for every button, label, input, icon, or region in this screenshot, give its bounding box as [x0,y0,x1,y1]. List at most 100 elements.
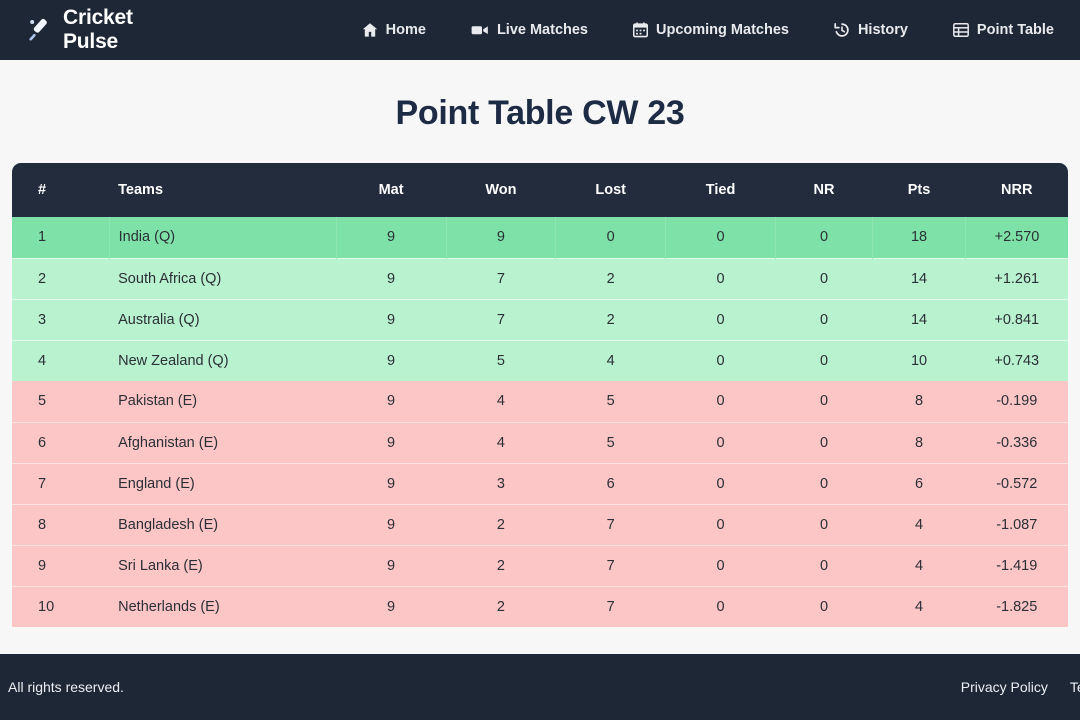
cell-lost: 2 [555,298,666,340]
nav-item-label: Home [385,22,426,38]
table-icon [952,22,969,38]
cell-won: 2 [446,585,556,627]
cell-tied: 0 [665,298,776,340]
video-camera-icon [471,22,489,38]
table-header-row: # Teams Mat Won Lost Tied NR Pts NRR [12,163,1068,217]
cell-won: 9 [446,217,557,258]
cell-pts: 14 [872,298,966,340]
nav-item-upcoming-matches[interactable]: Upcoming Matches [633,22,789,38]
cell-pts: 4 [872,503,966,545]
page-title: Point Table CW 23 [395,94,685,132]
cell-tied: 0 [665,544,776,586]
cell-mat: 9 [387,393,396,410]
cell-lost: 7 [555,503,666,545]
cell-rank: 10 [12,585,110,627]
cell-won: 5 [446,339,556,381]
cell-mat: 9 [336,257,446,299]
cell-mat: 9 [336,585,446,627]
cell-tied: 0 [665,217,776,258]
cell-lost: 7 [555,544,666,586]
cell-tied: 0 [665,257,776,299]
page-footer: All rights reserved. Privacy Policy Term… [0,654,1080,720]
cell-won: 4 [446,421,556,463]
cell-nr: 0 [775,585,873,627]
cell-rank: 2 [12,257,110,299]
footer-link-terms[interactable]: Terms [1069,679,1080,695]
nav-item-label: Upcoming Matches [656,22,789,38]
cell-pts: 4 [872,585,966,627]
cell-nrr: -0.572 [965,462,1068,504]
cell-lost: 0 [555,217,667,258]
column-header-teams[interactable]: Teams [118,182,164,198]
cell-team-name: Sri Lanka (E) [109,544,337,586]
column-header-pts[interactable]: Pts [907,182,931,198]
column-header-mat[interactable]: Mat [378,182,404,198]
cell-team-name: England (E) [109,462,337,504]
column-header-tied[interactable]: Tied [705,182,736,198]
cell-nr: 0 [775,257,873,299]
home-icon [362,22,378,38]
cell-nr: 0 [775,298,873,340]
cell-nr: 0 [775,544,873,586]
footer-links: Privacy Policy Terms [961,679,1080,695]
nav-item-label: History [857,22,908,38]
nav-item-live-matches[interactable]: Live Matches [471,22,588,38]
cell-team-name: New Zealand (Q) [109,339,337,381]
cell-won: 7 [446,298,556,340]
cell-rank: 6 [12,421,110,463]
column-header-nrr[interactable]: NRR [1001,182,1033,198]
clock-rotate-left-icon [834,22,850,38]
column-header-rank[interactable]: # [38,182,47,198]
column-header-won[interactable]: Won [485,182,517,198]
cell-mat: 9 [336,503,446,545]
nav-item-home[interactable]: Home [362,22,426,38]
cell-won: 2 [446,544,556,586]
cell-nrr: -0.199 [996,393,1038,410]
cell-lost: 5 [555,421,666,463]
cell-nr: 0 [819,393,829,410]
cell-nr: 0 [775,462,873,504]
cell-nr: 0 [775,421,873,463]
footer-copyright: All rights reserved. [8,679,124,695]
cell-mat: 9 [336,544,446,586]
cell-mat: 9 [336,462,446,504]
cell-nrr: +0.841 [965,298,1068,340]
brand-logo[interactable]: Cricket Pulse [26,6,154,54]
cell-rank: 9 [12,544,110,586]
column-header-nr[interactable]: NR [813,182,835,198]
nav-item-label: Live Matches [496,22,589,38]
cell-tied: 0 [716,393,725,410]
cell-mat: 9 [336,217,447,258]
cell-nrr: -1.087 [965,503,1068,545]
cell-rank: 7 [12,462,110,504]
cell-tied: 0 [665,462,776,504]
cell-nrr: -1.825 [965,585,1068,627]
cell-rank: 1 [12,217,110,258]
top-navbar: Cricket Pulse Home Live Matches [0,0,1080,60]
cell-lost: 2 [555,257,666,299]
cell-lost: 6 [555,462,666,504]
cell-tied: 0 [665,421,776,463]
nav-item-history[interactable]: History [834,22,908,38]
footer-link-privacy-policy[interactable]: Privacy Policy [960,679,1048,695]
cell-won: 7 [446,257,556,299]
cell-rank: 3 [12,298,110,340]
nav-item-point-table[interactable]: Point Table [952,22,1054,38]
cell-nrr: +2.570 [994,229,1040,246]
cell-nr: 0 [775,217,874,258]
column-header-lost[interactable]: Lost [595,182,627,198]
cell-tied: 0 [665,339,776,381]
cell-won: 2 [446,503,556,545]
